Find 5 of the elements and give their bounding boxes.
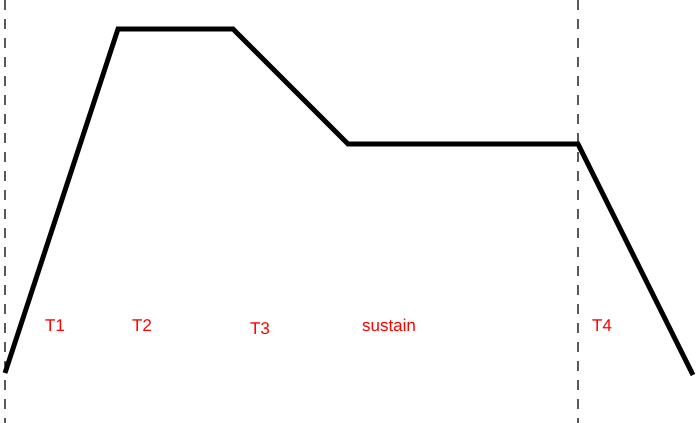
phase-label: T4 [592, 317, 612, 334]
phase-label: T2 [132, 317, 152, 334]
phase-label: T3 [250, 320, 270, 337]
phase-label: sustain [362, 317, 416, 334]
phase-label: T1 [45, 317, 65, 334]
